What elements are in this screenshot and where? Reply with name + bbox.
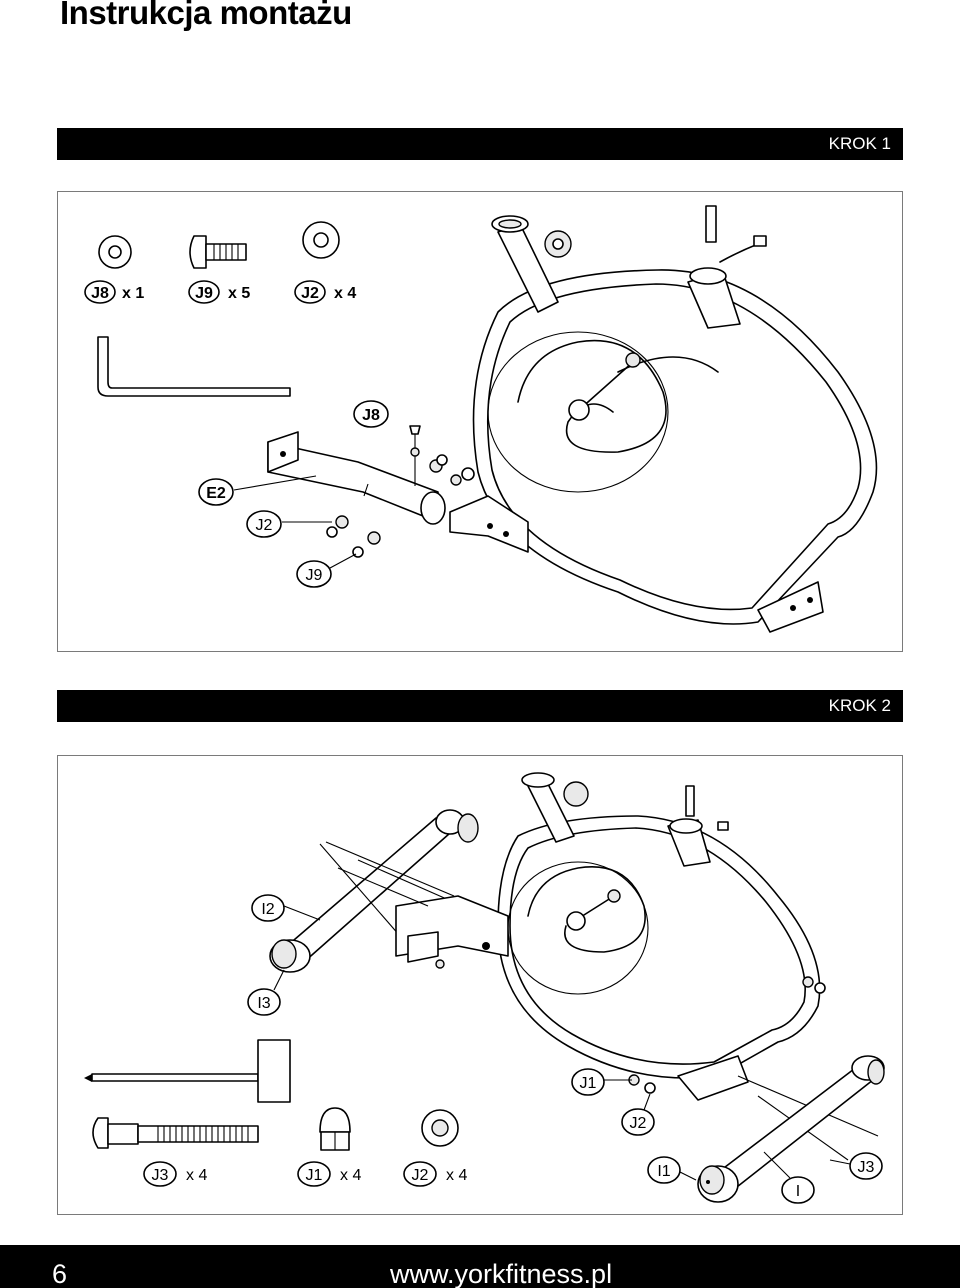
step1-header: KROK 1 bbox=[57, 128, 903, 160]
callout-j1: J1 bbox=[571, 1068, 632, 1096]
svg-text:I: I bbox=[796, 1183, 800, 1200]
page-title: Instrukcja montażu bbox=[60, 0, 352, 31]
svg-text:J1: J1 bbox=[306, 1167, 323, 1184]
svg-text:x 1: x 1 bbox=[122, 285, 144, 302]
part-label-j2: J2 x 4 bbox=[294, 280, 356, 304]
bolt-icon bbox=[189, 235, 247, 269]
svg-text:J3: J3 bbox=[858, 1159, 875, 1176]
svg-text:J2: J2 bbox=[412, 1167, 429, 1184]
svg-text:J2: J2 bbox=[301, 285, 319, 302]
step2-panel: J3 x 4 J1 x 4 J2 x 4 I2 I3 J1 bbox=[57, 755, 903, 1215]
carriage-bolt-icon bbox=[92, 1117, 259, 1149]
svg-text:I1: I1 bbox=[657, 1163, 670, 1180]
carriage-bolts bbox=[325, 841, 879, 1161]
callout-i1: I1 bbox=[647, 1156, 697, 1184]
svg-text:J8: J8 bbox=[91, 285, 109, 302]
exploded-hardware bbox=[326, 425, 475, 558]
part-label-j8: J8 x 1 bbox=[84, 280, 144, 304]
callout-j2: J2 bbox=[246, 510, 332, 538]
svg-text:x 5: x 5 bbox=[228, 285, 250, 302]
screwdriver-icon bbox=[84, 1039, 291, 1103]
callout-j9: J9 bbox=[296, 553, 357, 588]
part-label-j1: J1 x 4 bbox=[297, 1161, 361, 1187]
callout-i3: I3 bbox=[247, 969, 285, 1016]
callout-j3: J3 bbox=[829, 1152, 883, 1180]
flywheel-housing bbox=[395, 772, 821, 1101]
allen-key-icon bbox=[97, 336, 291, 397]
washer-icon bbox=[98, 235, 132, 269]
callout-j8: J8 bbox=[353, 400, 389, 428]
front-tube-e2 bbox=[267, 431, 446, 525]
page-number: 6 bbox=[52, 1259, 68, 1288]
svg-text:x 4: x 4 bbox=[340, 1167, 361, 1184]
svg-text:x 4: x 4 bbox=[446, 1167, 467, 1184]
svg-text:I2: I2 bbox=[261, 901, 274, 918]
svg-text:x 4: x 4 bbox=[334, 285, 356, 302]
part-label-j9: J9 x 5 bbox=[188, 280, 250, 304]
svg-text:J3: J3 bbox=[152, 1167, 169, 1184]
callout-e2: E2 bbox=[198, 475, 317, 506]
svg-text:J1: J1 bbox=[580, 1075, 597, 1092]
page-footer: 6 www.yorkfitness.pl bbox=[0, 1245, 960, 1288]
step2-diagram: J3 x 4 J1 x 4 J2 x 4 I2 I3 J1 bbox=[84, 772, 885, 1204]
rear-stabilizer bbox=[697, 1055, 885, 1203]
svg-text:J8: J8 bbox=[362, 407, 380, 424]
svg-text:x 4: x 4 bbox=[186, 1167, 207, 1184]
svg-text:E2: E2 bbox=[206, 485, 226, 502]
cap-nut-icon bbox=[319, 1107, 351, 1151]
washer-icon bbox=[421, 1109, 459, 1147]
svg-text:J9: J9 bbox=[306, 567, 323, 584]
part-label-j3: J3 x 4 bbox=[143, 1161, 207, 1187]
washer-icon bbox=[302, 221, 340, 259]
svg-text:I3: I3 bbox=[257, 995, 270, 1012]
step2-header: KROK 2 bbox=[57, 690, 903, 722]
svg-text:J2: J2 bbox=[630, 1115, 647, 1132]
callout-i2: I2 bbox=[251, 894, 321, 922]
flywheel-housing bbox=[449, 205, 878, 633]
part-label-j2: J2 x 4 bbox=[403, 1161, 467, 1187]
website-link[interactable]: www.yorkfitness.pl bbox=[390, 1259, 613, 1288]
step1-panel: J8 x 1 J9 x 5 J2 x 4 bbox=[57, 191, 903, 652]
callout-i: I bbox=[763, 1151, 815, 1204]
step1-diagram: J8 x 1 J9 x 5 J2 x 4 bbox=[84, 205, 878, 633]
callout-j2: J2 bbox=[621, 1093, 655, 1136]
svg-text:J9: J9 bbox=[195, 285, 213, 302]
front-stabilizer bbox=[269, 809, 479, 973]
svg-text:J2: J2 bbox=[256, 517, 273, 534]
